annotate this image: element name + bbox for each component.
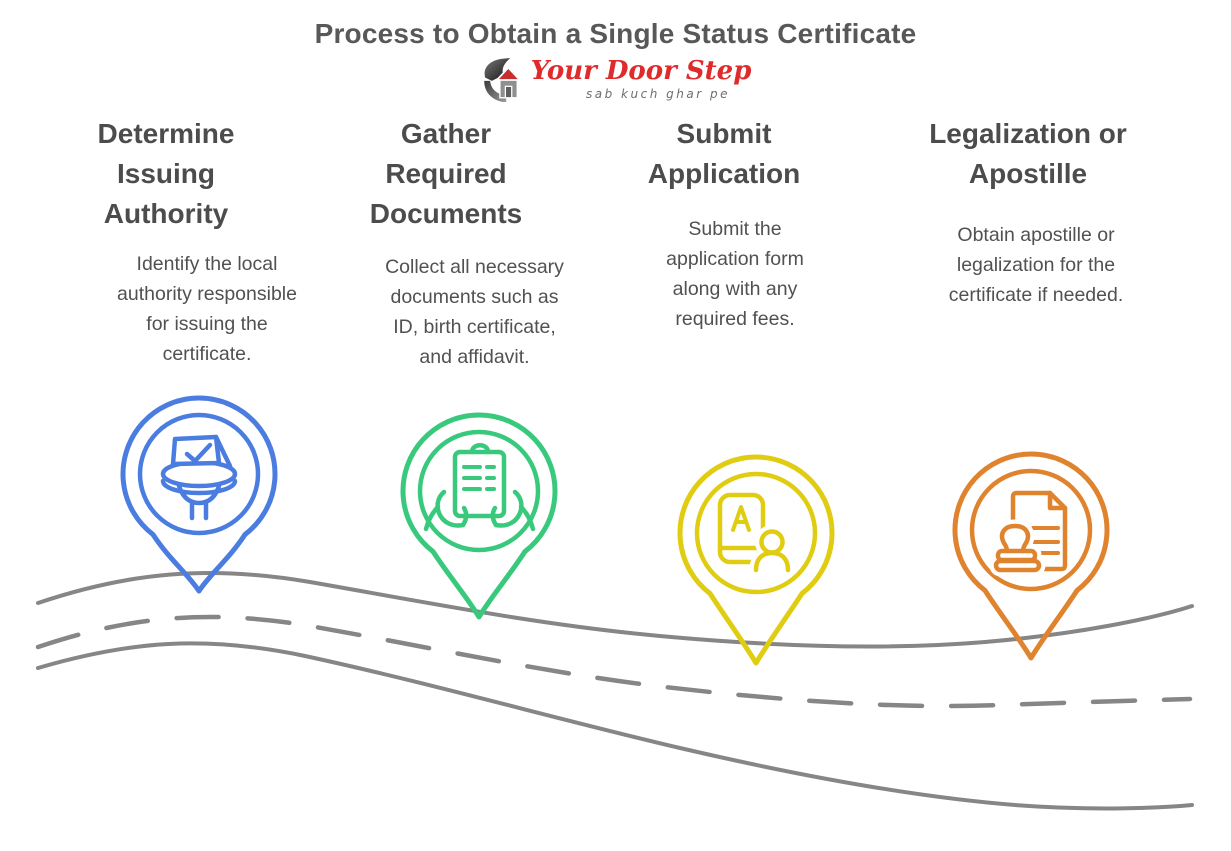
road-top-edge	[36, 570, 1194, 649]
step1-heading: Determine Issuing Authority	[97, 118, 235, 229]
page-title: Process to Obtain a Single Status Certif…	[314, 18, 917, 49]
stamp-document-pin-icon	[952, 451, 1110, 661]
step2-heading: Gather Required Documents	[369, 118, 523, 229]
road-bottom-edge	[36, 641, 1194, 811]
step2-description: Collect all necessary documents such as …	[385, 256, 564, 368]
hands-holding-document-pin-icon	[400, 412, 558, 620]
house-logo-icon	[483, 58, 521, 102]
step4-heading: Legalization or Apostille	[929, 118, 1127, 189]
brand-logo: Your Door Step sab kuch ghar pe	[0, 56, 1231, 104]
ballot-checkmark-pin-icon	[120, 395, 278, 594]
brand-tagline: sab kuch ghar pe	[586, 87, 730, 101]
step3-description: Submit the application form along with a…	[666, 218, 804, 330]
step3-heading: Submit Application	[647, 118, 801, 189]
brand-logo-text: Your Door Step sab kuch ghar pe	[531, 56, 752, 101]
id-card-person-pin-icon	[677, 454, 835, 666]
step4-description: Obtain apostille or legalization for the…	[948, 224, 1124, 306]
step1-description: Identify the local authority responsible…	[117, 253, 297, 365]
brand-name: Your Door Step	[530, 56, 752, 86]
road-center-dashed-line	[35, 614, 1193, 709]
